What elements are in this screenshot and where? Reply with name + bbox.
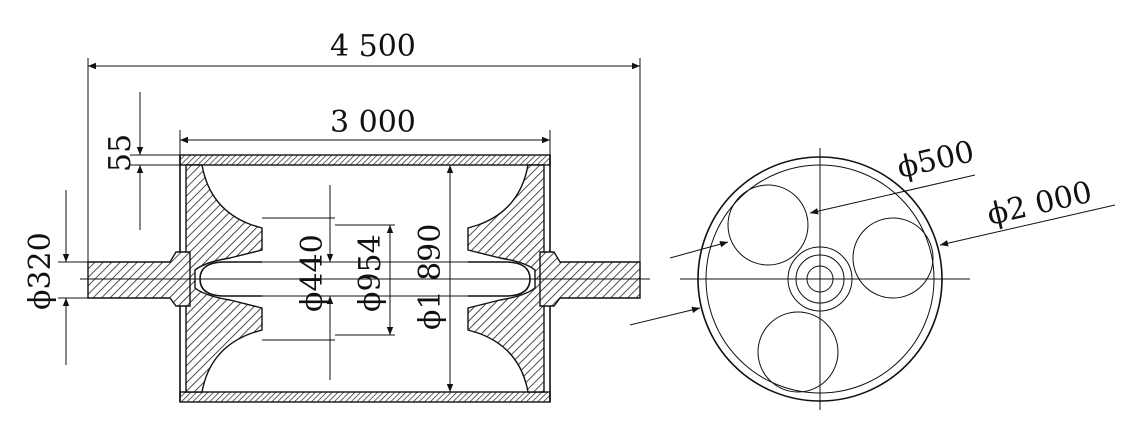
- section-view: 4 500 3 000 55 ϕ320 ϕ440 ϕ954 ϕ1 890: [23, 29, 650, 403]
- shell-thickness-label: 55: [103, 134, 138, 172]
- right-end-disc: [467, 164, 545, 393]
- drum-inner-diameter-label: ϕ1 890: [413, 224, 448, 330]
- disc-inner-diameter-label: ϕ954: [353, 234, 388, 312]
- end-view: ϕ500 ϕ2 000: [629, 134, 1116, 410]
- end-hub-outer: [787, 246, 853, 312]
- drum-width-label: 3 000: [330, 105, 416, 140]
- overall-length-label: 4 500: [330, 29, 416, 64]
- left-end-disc: [185, 164, 263, 393]
- shell-bottom: [179, 391, 551, 403]
- end-hole-right: [852, 217, 934, 299]
- end-diameter-label: ϕ2 000: [984, 175, 1095, 233]
- shell-top: [179, 154, 551, 166]
- end-hole-bottom: [757, 311, 839, 393]
- end-hub-mid: [795, 254, 845, 304]
- shaft-diameter-label: ϕ320: [23, 232, 58, 310]
- end-hole-top: [727, 184, 809, 266]
- hole-diameter-label: ϕ500: [894, 134, 978, 186]
- hub-diameter-label: ϕ440: [295, 234, 330, 312]
- end-hub-bore: [806, 265, 834, 293]
